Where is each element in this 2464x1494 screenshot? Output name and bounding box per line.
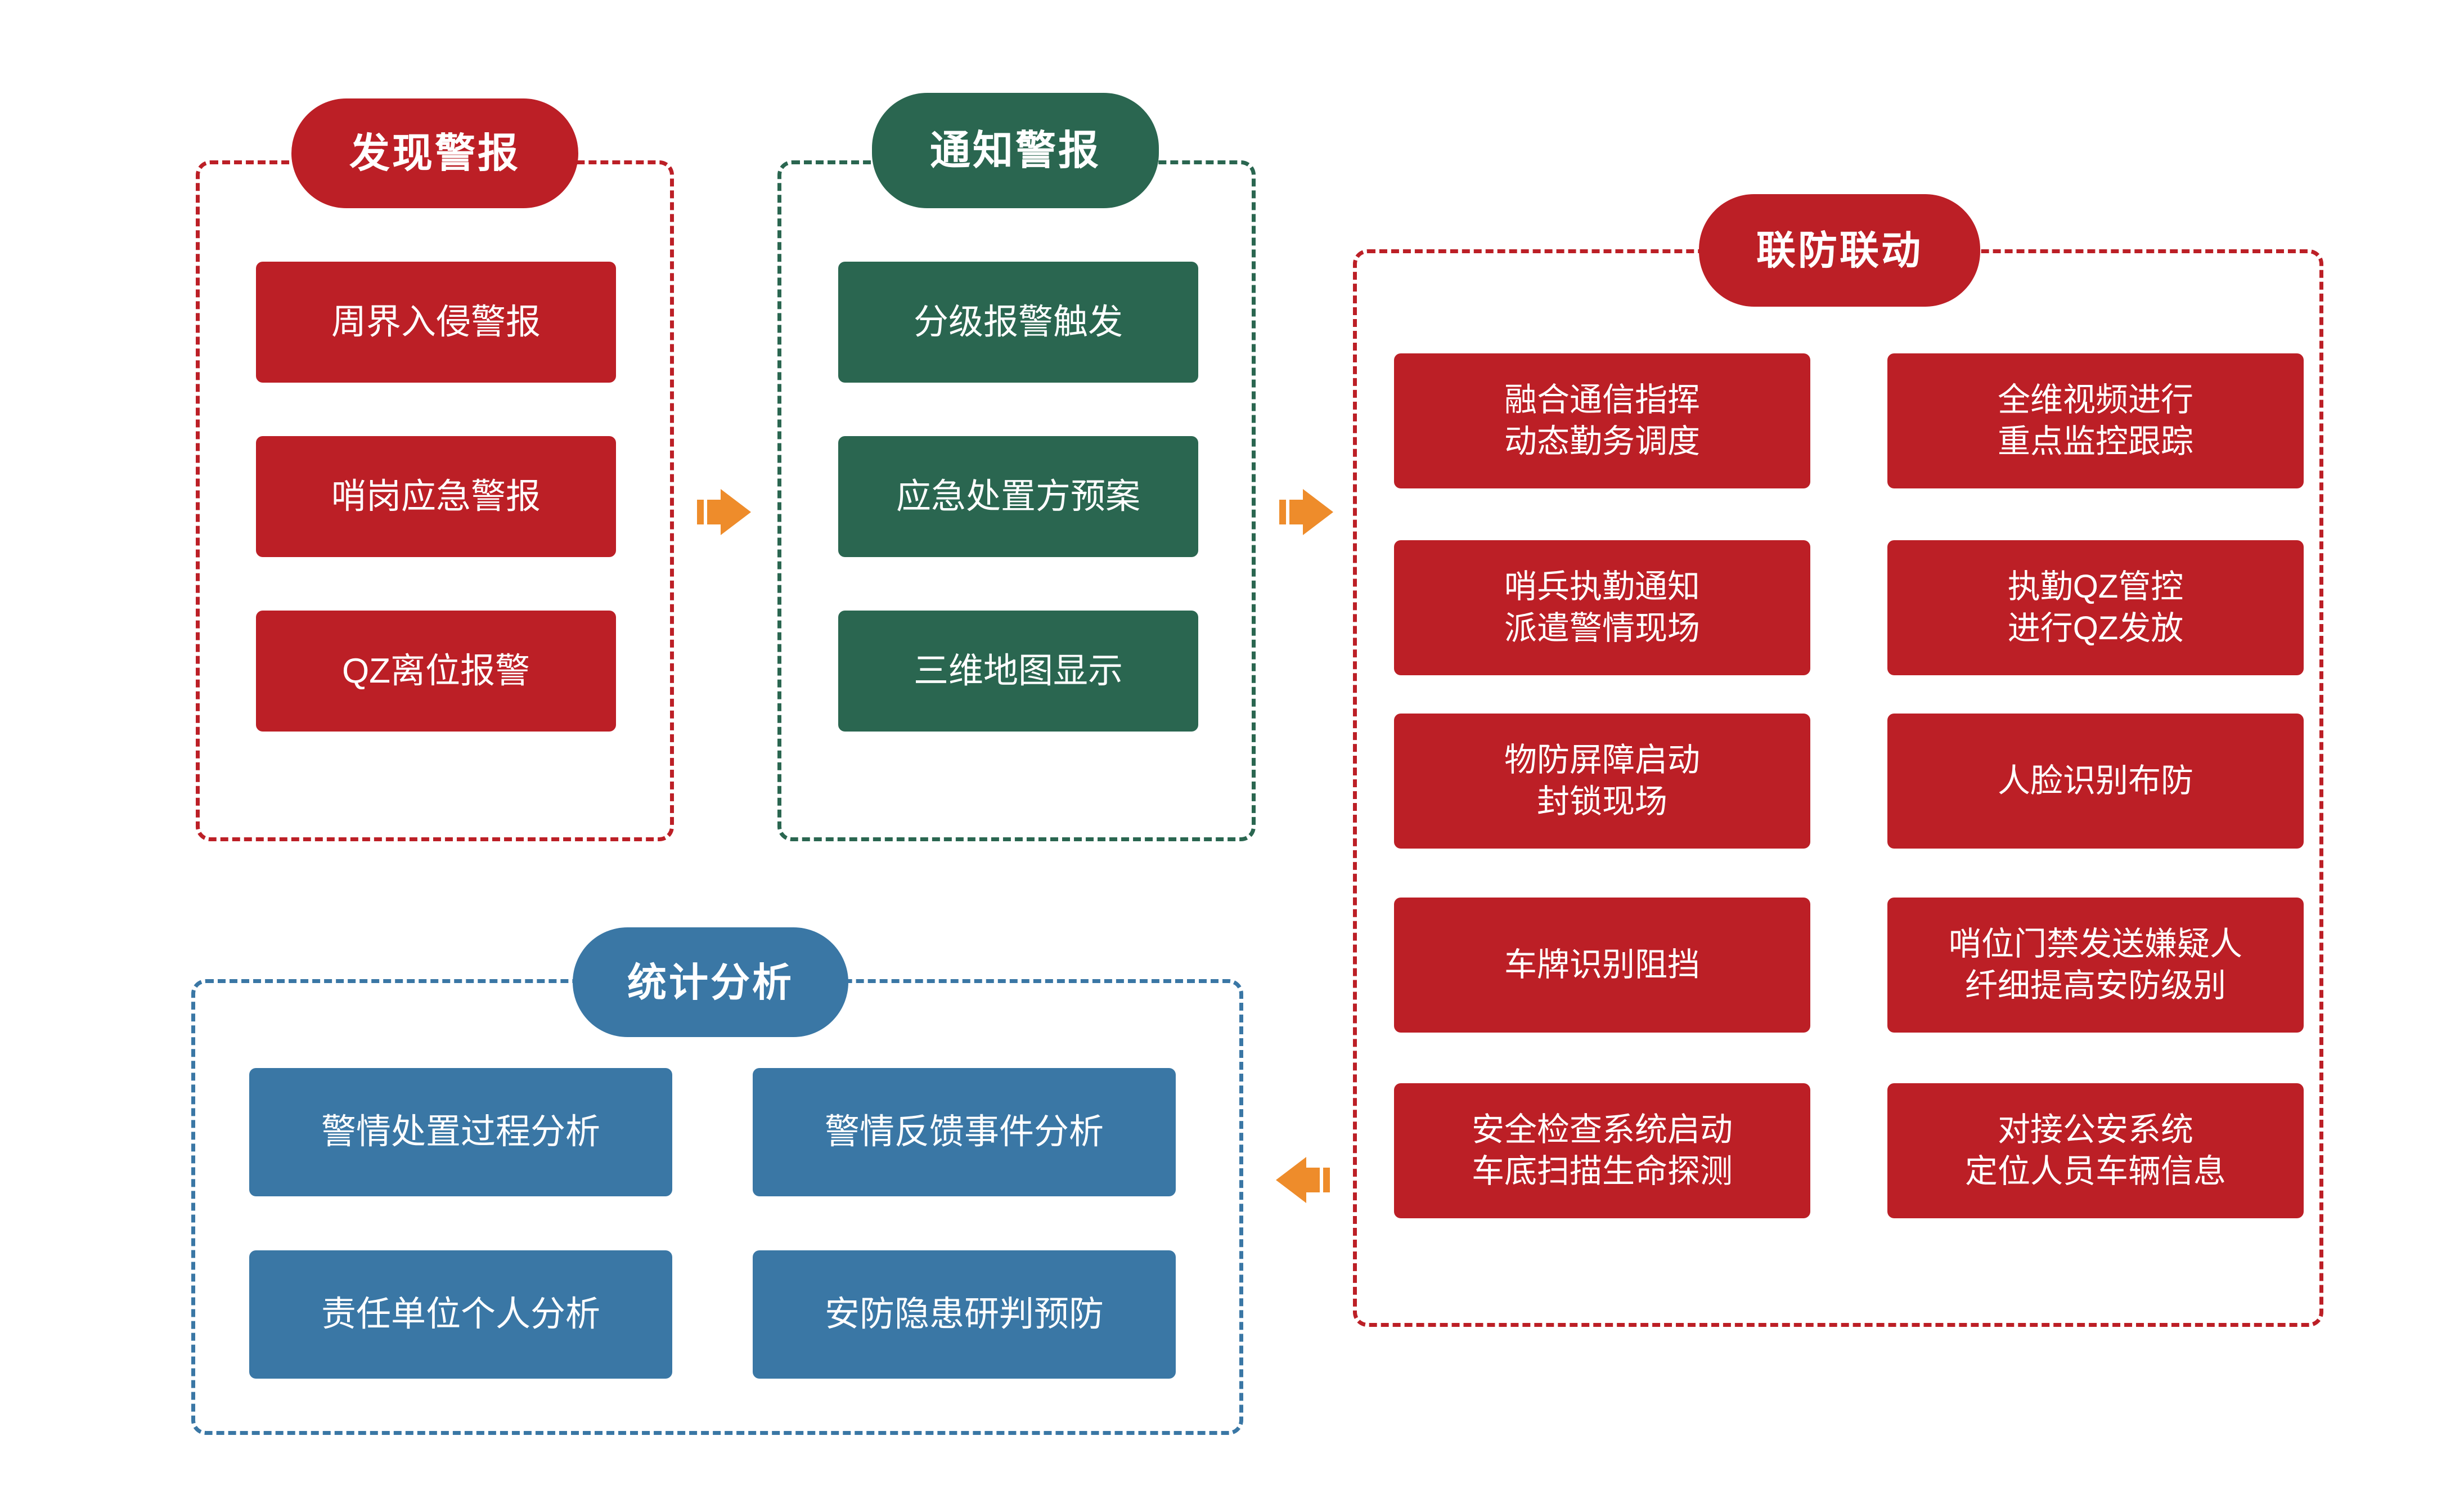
card-label: QZ离位报警 <box>341 651 530 690</box>
card-joint-defense-7[interactable]: 车牌识别阻挡 <box>1394 898 1810 1033</box>
card-discover-alarm-2[interactable]: 哨岗应急警报 <box>256 436 616 557</box>
card-label: 车牌识别阻挡 <box>1504 946 1700 983</box>
arrow-joint-to-stats-icon <box>1270 1149 1332 1211</box>
arrow-discover-to-notify-icon <box>695 481 757 543</box>
section-header-notify-alarm[interactable]: 通知警报 <box>872 93 1159 208</box>
card-label: 物防屏障启动 封锁现场 <box>1504 741 1700 820</box>
card-notify-alarm-1[interactable]: 分级报警触发 <box>838 262 1198 383</box>
card-label: 周界入侵警报 <box>331 302 541 342</box>
card-label: 哨岗应急警报 <box>331 477 541 516</box>
card-label: 哨位门禁发送嫌疑人 纤细提高安防级别 <box>1948 925 2242 1004</box>
card-label: 三维地图显示 <box>913 651 1123 690</box>
card-label: 应急处置方预案 <box>896 477 1140 516</box>
card-label: 责任单位个人分析 <box>321 1295 600 1334</box>
card-joint-defense-3[interactable]: 哨兵执勤通知 派遣警情现场 <box>1394 540 1810 675</box>
section-header-discover-alarm[interactable]: 发现警报 <box>291 98 578 208</box>
card-label: 对接公安系统 定位人员车辆信息 <box>1964 1111 2226 1190</box>
card-joint-defense-10[interactable]: 对接公安系统 定位人员车辆信息 <box>1887 1083 2304 1218</box>
card-discover-alarm-1[interactable]: 周界入侵警报 <box>256 262 616 383</box>
arrow-notify-to-joint-icon <box>1277 481 1339 543</box>
card-joint-defense-1[interactable]: 融合通信指挥 动态勤务调度 <box>1394 353 1810 488</box>
card-statistical-analysis-2[interactable]: 警情反馈事件分析 <box>753 1068 1176 1196</box>
section-header-statistical-analysis[interactable]: 统计分析 <box>573 927 848 1037</box>
card-statistical-analysis-3[interactable]: 责任单位个人分析 <box>249 1250 672 1379</box>
card-label: 警情处置过程分析 <box>321 1112 600 1152</box>
card-joint-defense-4[interactable]: 执勤QZ管控 进行QZ发放 <box>1887 540 2304 675</box>
card-label: 安防隐患研判预防 <box>824 1295 1104 1334</box>
card-discover-alarm-3[interactable]: QZ离位报警 <box>256 611 616 732</box>
card-label: 安全检查系统启动 车底扫描生命探测 <box>1471 1111 1733 1190</box>
card-label: 全维视频进行 重点监控跟踪 <box>1997 381 2193 460</box>
card-label: 分级报警触发 <box>913 302 1123 342</box>
card-statistical-analysis-1[interactable]: 警情处置过程分析 <box>249 1068 672 1196</box>
card-label: 融合通信指挥 动态勤务调度 <box>1504 381 1700 460</box>
card-joint-defense-6[interactable]: 人脸识别布防 <box>1887 714 2304 849</box>
card-statistical-analysis-4[interactable]: 安防隐患研判预防 <box>753 1250 1176 1379</box>
card-notify-alarm-2[interactable]: 应急处置方预案 <box>838 436 1198 557</box>
card-notify-alarm-3[interactable]: 三维地图显示 <box>838 611 1198 732</box>
section-header-joint-defense[interactable]: 联防联动 <box>1699 194 1980 307</box>
card-joint-defense-5[interactable]: 物防屏障启动 封锁现场 <box>1394 714 1810 849</box>
card-label: 哨兵执勤通知 派遣警情现场 <box>1504 568 1700 647</box>
card-joint-defense-2[interactable]: 全维视频进行 重点监控跟踪 <box>1887 353 2304 488</box>
card-label: 人脸识别布防 <box>1997 762 2193 799</box>
card-label: 警情反馈事件分析 <box>824 1112 1104 1152</box>
card-joint-defense-9[interactable]: 安全检查系统启动 车底扫描生命探测 <box>1394 1083 1810 1218</box>
card-label: 执勤QZ管控 进行QZ发放 <box>2007 568 2184 647</box>
card-joint-defense-8[interactable]: 哨位门禁发送嫌疑人 纤细提高安防级别 <box>1887 898 2304 1033</box>
